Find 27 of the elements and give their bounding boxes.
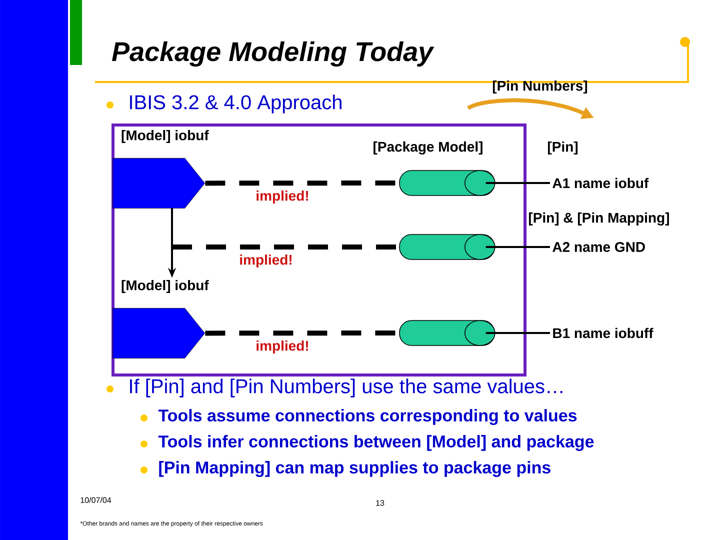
pin-cylinder <box>399 234 496 260</box>
pin-cylinder <box>399 170 496 196</box>
edge-label: implied! <box>238 253 294 269</box>
bullet-text: Tools infer connections between [Model] and package <box>158 435 594 451</box>
model-label: [Model] iobuf <box>122 280 209 294</box>
bullet-text: [Pin Mapping] can map supplies to package pins <box>159 461 550 477</box>
title: Package Modeling Today <box>112 41 434 67</box>
section-label: [Pin] <box>548 141 578 155</box>
model-label: [Model] iobuf <box>122 130 209 144</box>
text-label: [Pin Numbers] <box>492 80 588 94</box>
bullet-text: Tools assume connections corresponding to values <box>158 409 577 425</box>
connector <box>486 332 550 334</box>
text-label: 13 <box>376 500 384 506</box>
connector <box>486 246 550 248</box>
pin-label: B1 name iobuff <box>553 328 654 338</box>
bullet-text: IBIS 3.2 & 4.0 Approach <box>130 94 342 114</box>
buffer-symbol <box>112 308 205 358</box>
connector <box>486 182 550 184</box>
edge-label: implied! <box>254 339 310 355</box>
edge-label: implied! <box>254 189 310 205</box>
pin-cylinder <box>399 320 496 346</box>
bullet-text: If [Pin] and [Pin Numbers] use the same values… <box>130 378 562 398</box>
footer-text: 10/07/04 <box>80 497 112 503</box>
pin-label: A2 name GND <box>552 242 645 252</box>
pin-label: A1 name iobuf <box>552 178 649 188</box>
buffer-symbol <box>112 158 205 208</box>
section-label: [Pin] & [Pin Mapping] <box>528 212 669 226</box>
